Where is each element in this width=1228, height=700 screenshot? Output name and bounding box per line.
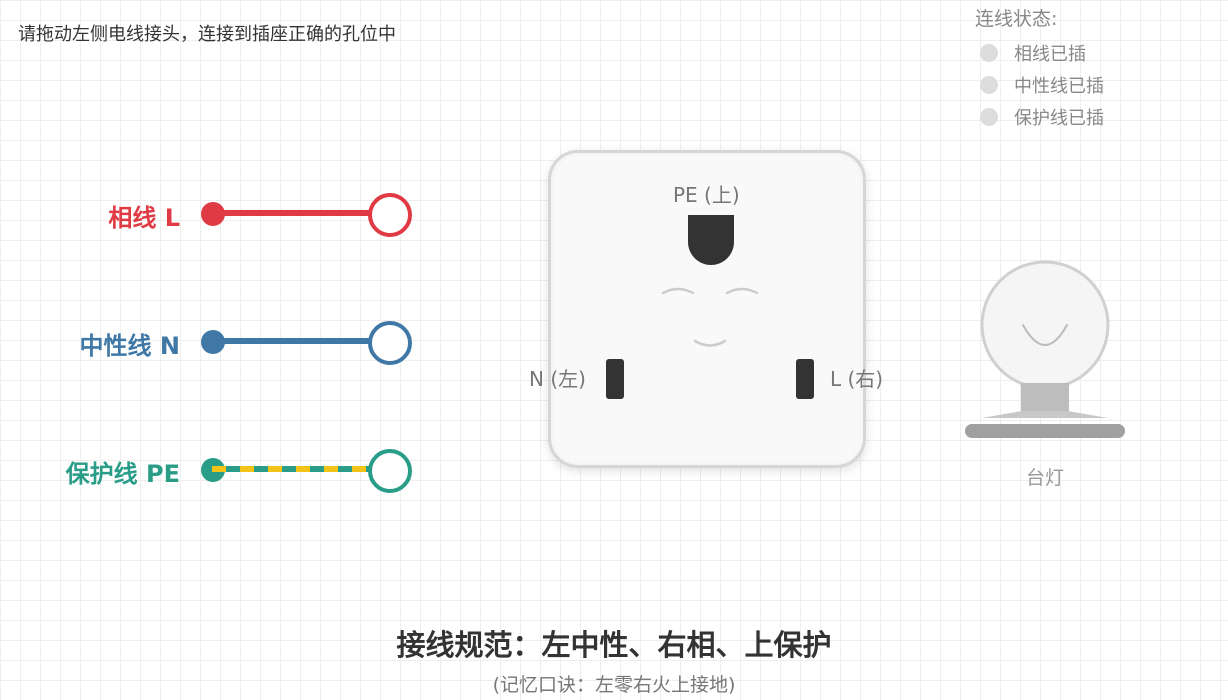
wire-plug-phase[interactable] bbox=[368, 193, 412, 237]
socket-hole-n[interactable] bbox=[606, 359, 624, 399]
power-socket: PE (上) N (左) L (右) bbox=[529, 150, 883, 468]
rule-title: 接线规范：左中性、右相、上保护 bbox=[396, 628, 832, 662]
wire-cable-phase bbox=[212, 210, 372, 216]
wire-cable-protective bbox=[212, 466, 372, 472]
socket-hole-l[interactable] bbox=[796, 359, 814, 399]
status-label: 中性线已插 bbox=[1014, 76, 1104, 97]
wire-phase-l: 相线 L bbox=[0, 190, 420, 238]
wire-label-protective: 保护线 PE bbox=[65, 460, 180, 488]
status-label: 保护线已插 bbox=[1014, 108, 1104, 129]
socket-label-pe: PE (上) bbox=[673, 183, 740, 207]
status-item-protective: 保护线已插 bbox=[975, 107, 1104, 129]
socket-face-icon bbox=[661, 287, 759, 347]
desk-lamp: 台灯 bbox=[960, 255, 1135, 500]
status-item-neutral: 中性线已插 bbox=[975, 75, 1104, 97]
wire-neutral-n: 中性线 N bbox=[0, 318, 420, 366]
wire-label-neutral: 中性线 N bbox=[79, 332, 180, 360]
socket-label-n: N (左) bbox=[529, 367, 586, 391]
status-item-phase: 相线已插 bbox=[975, 43, 1104, 65]
status-indicator-icon bbox=[980, 108, 998, 126]
status-title: 连线状态: bbox=[975, 8, 1058, 30]
lamp-bulb-icon bbox=[965, 260, 1125, 438]
wire-protective-pe: 保护线 PE bbox=[0, 446, 420, 494]
socket-label-l: L (右) bbox=[830, 367, 884, 391]
wire-cable-neutral bbox=[212, 338, 372, 344]
lamp-label: 台灯 bbox=[1025, 467, 1064, 489]
socket-hole-pe[interactable] bbox=[688, 215, 734, 265]
wire-plug-protective[interactable] bbox=[368, 449, 412, 493]
rule-mnemonic: (记忆口诀：左零右火上接地) bbox=[492, 674, 736, 696]
instruction-text: 请拖动左侧电线接头，连接到插座正确的孔位中 bbox=[18, 24, 396, 45]
status-indicator-icon bbox=[980, 76, 998, 94]
status-indicator-icon bbox=[980, 44, 998, 62]
wire-label-phase: 相线 L bbox=[108, 204, 180, 232]
wire-plug-neutral[interactable] bbox=[368, 321, 412, 365]
status-label: 相线已插 bbox=[1014, 44, 1086, 65]
connection-status-panel: 连线状态: 相线已插 中性线已插 保护线已插 bbox=[975, 4, 1104, 129]
